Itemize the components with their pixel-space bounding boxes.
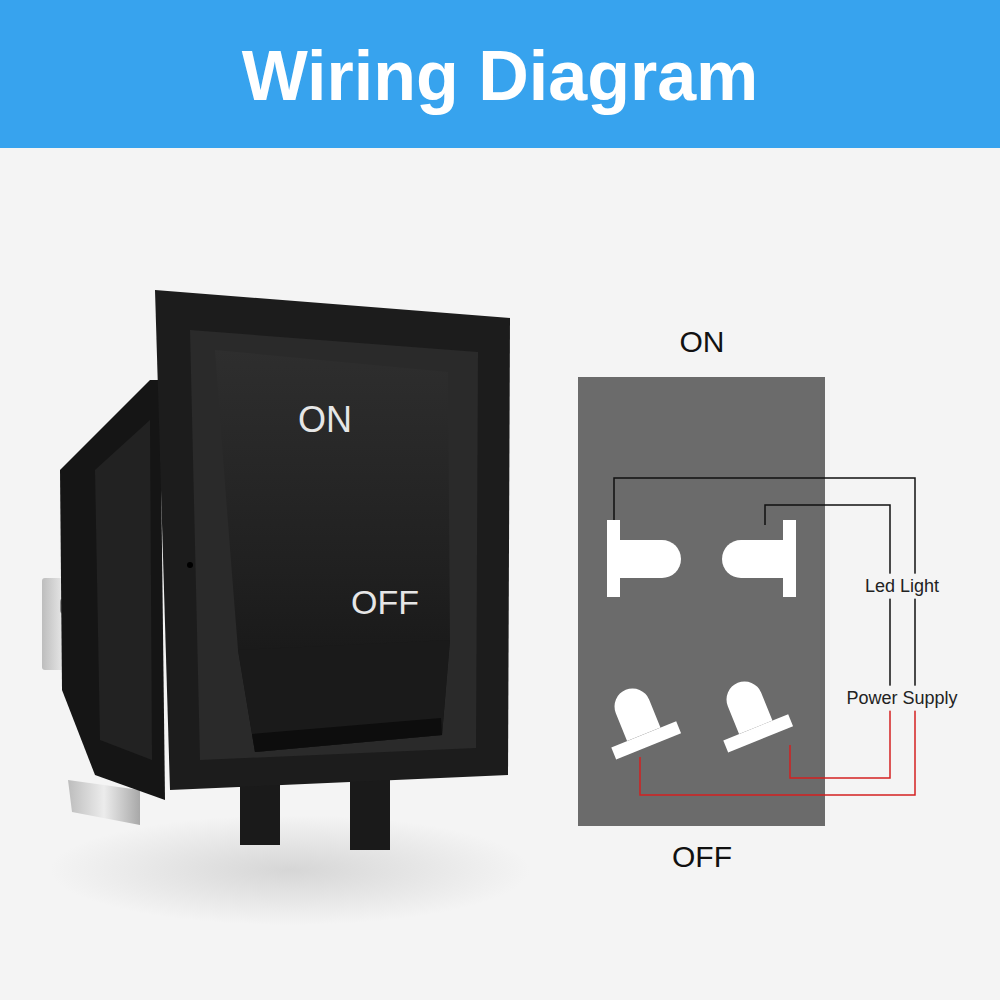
wire-label: Power Supply [842,686,961,711]
position-label: OFF [672,840,732,875]
rocker-lower-face [238,640,450,752]
terminal-pin [593,677,681,760]
switch-off-marking: OFF [351,583,419,622]
terminal-pin [722,540,783,578]
switch-clip [350,770,390,850]
rocker-edge [252,718,442,752]
wire-red [790,700,890,778]
switch-bezel-inner [190,330,478,760]
terminal-pin [620,540,681,578]
terminal-pin [783,520,796,597]
wire-label: Led Light [861,574,943,599]
rocker-face [215,350,450,752]
wire-black [765,505,890,700]
switch-back-panel [578,377,825,826]
terminal-pin [607,520,620,597]
switch-body [60,380,165,800]
position-label: ON [680,325,725,360]
wire-red [640,700,915,795]
switch-on-marking: ON [298,399,352,440]
terminal-pin [705,670,793,753]
switch-reflection [50,815,530,925]
switch-body-side [95,420,152,760]
bezel-hole [187,562,193,568]
page-title: Wiring Diagram [242,36,759,117]
switch-bezel [155,290,510,790]
